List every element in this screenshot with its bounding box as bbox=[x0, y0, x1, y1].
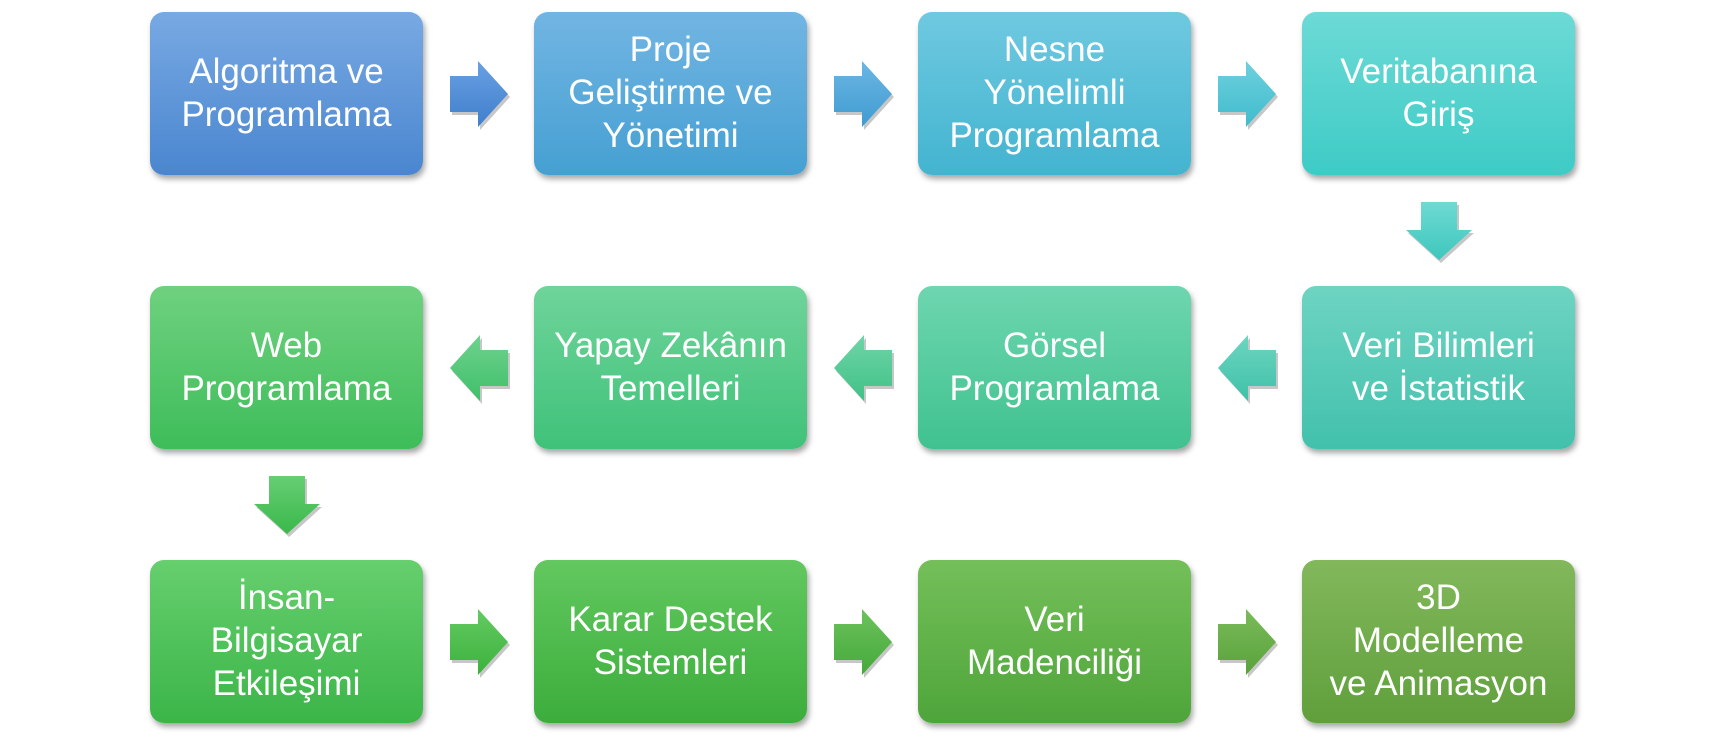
step-label: Karar Destek Sistemleri bbox=[568, 599, 773, 682]
arrow-left-icon bbox=[449, 334, 510, 404]
step-label: Veritabanına Giriş bbox=[1340, 51, 1537, 134]
arrow-right-icon bbox=[449, 60, 510, 130]
step-box-2: Proje Geliştirme ve Yönetimi bbox=[534, 12, 807, 175]
arrow-right-icon bbox=[449, 608, 510, 678]
arrow-down-icon bbox=[1405, 201, 1474, 263]
arrow-shape bbox=[833, 608, 894, 678]
arrow-shape bbox=[1217, 334, 1278, 404]
arrow-shape bbox=[449, 334, 510, 404]
arrow-shape bbox=[449, 608, 510, 678]
arrow-left-icon bbox=[1217, 334, 1278, 404]
arrow-shape bbox=[833, 60, 894, 130]
arrow-shape bbox=[449, 60, 510, 130]
arrow-left-icon bbox=[833, 334, 894, 404]
step-box-9: İnsan- Bilgisayar Etkileşimi bbox=[150, 560, 423, 723]
arrow-shape bbox=[833, 334, 894, 404]
step-box-8: Web Programlama bbox=[150, 286, 423, 449]
arrow-shape bbox=[1217, 60, 1278, 130]
step-box-7: Yapay Zekânın Temelleri bbox=[534, 286, 807, 449]
arrow-right-icon bbox=[1217, 608, 1278, 678]
arrow-shape bbox=[253, 475, 322, 537]
step-box-6: Görsel Programlama bbox=[918, 286, 1191, 449]
step-box-4: Veritabanına Giriş bbox=[1302, 12, 1575, 175]
step-label: 3D Modelleme ve Animasyon bbox=[1329, 578, 1548, 703]
step-label: Veri Madenciliği bbox=[966, 599, 1143, 682]
arrow-shape bbox=[1217, 608, 1278, 678]
step-box-10: Karar Destek Sistemleri bbox=[534, 560, 807, 723]
arrow-right-icon bbox=[1217, 60, 1278, 130]
step-box-5: Veri Bilimleri ve İstatistik bbox=[1302, 286, 1575, 449]
arrow-right-icon bbox=[833, 608, 894, 678]
step-label: Web Programlama bbox=[181, 325, 392, 408]
step-box-11: Veri Madenciliği bbox=[918, 560, 1191, 723]
step-box-12: 3D Modelleme ve Animasyon bbox=[1302, 560, 1575, 723]
step-label: Nesne Yönelimli Programlama bbox=[949, 30, 1160, 155]
step-box-1: Algoritma ve Programlama bbox=[150, 12, 423, 175]
arrow-down-icon bbox=[253, 475, 322, 537]
arrow-shape bbox=[1405, 201, 1474, 263]
step-label: İnsan- Bilgisayar Etkileşimi bbox=[210, 578, 363, 703]
step-label: Proje Geliştirme ve Yönetimi bbox=[568, 30, 773, 155]
step-label: Veri Bilimleri ve İstatistik bbox=[1342, 325, 1535, 408]
step-box-3: Nesne Yönelimli Programlama bbox=[918, 12, 1191, 175]
step-label: Algoritma ve Programlama bbox=[181, 51, 392, 134]
arrow-right-icon bbox=[833, 60, 894, 130]
step-label: Görsel Programlama bbox=[949, 325, 1160, 408]
step-label: Yapay Zekânın Temelleri bbox=[554, 325, 787, 408]
